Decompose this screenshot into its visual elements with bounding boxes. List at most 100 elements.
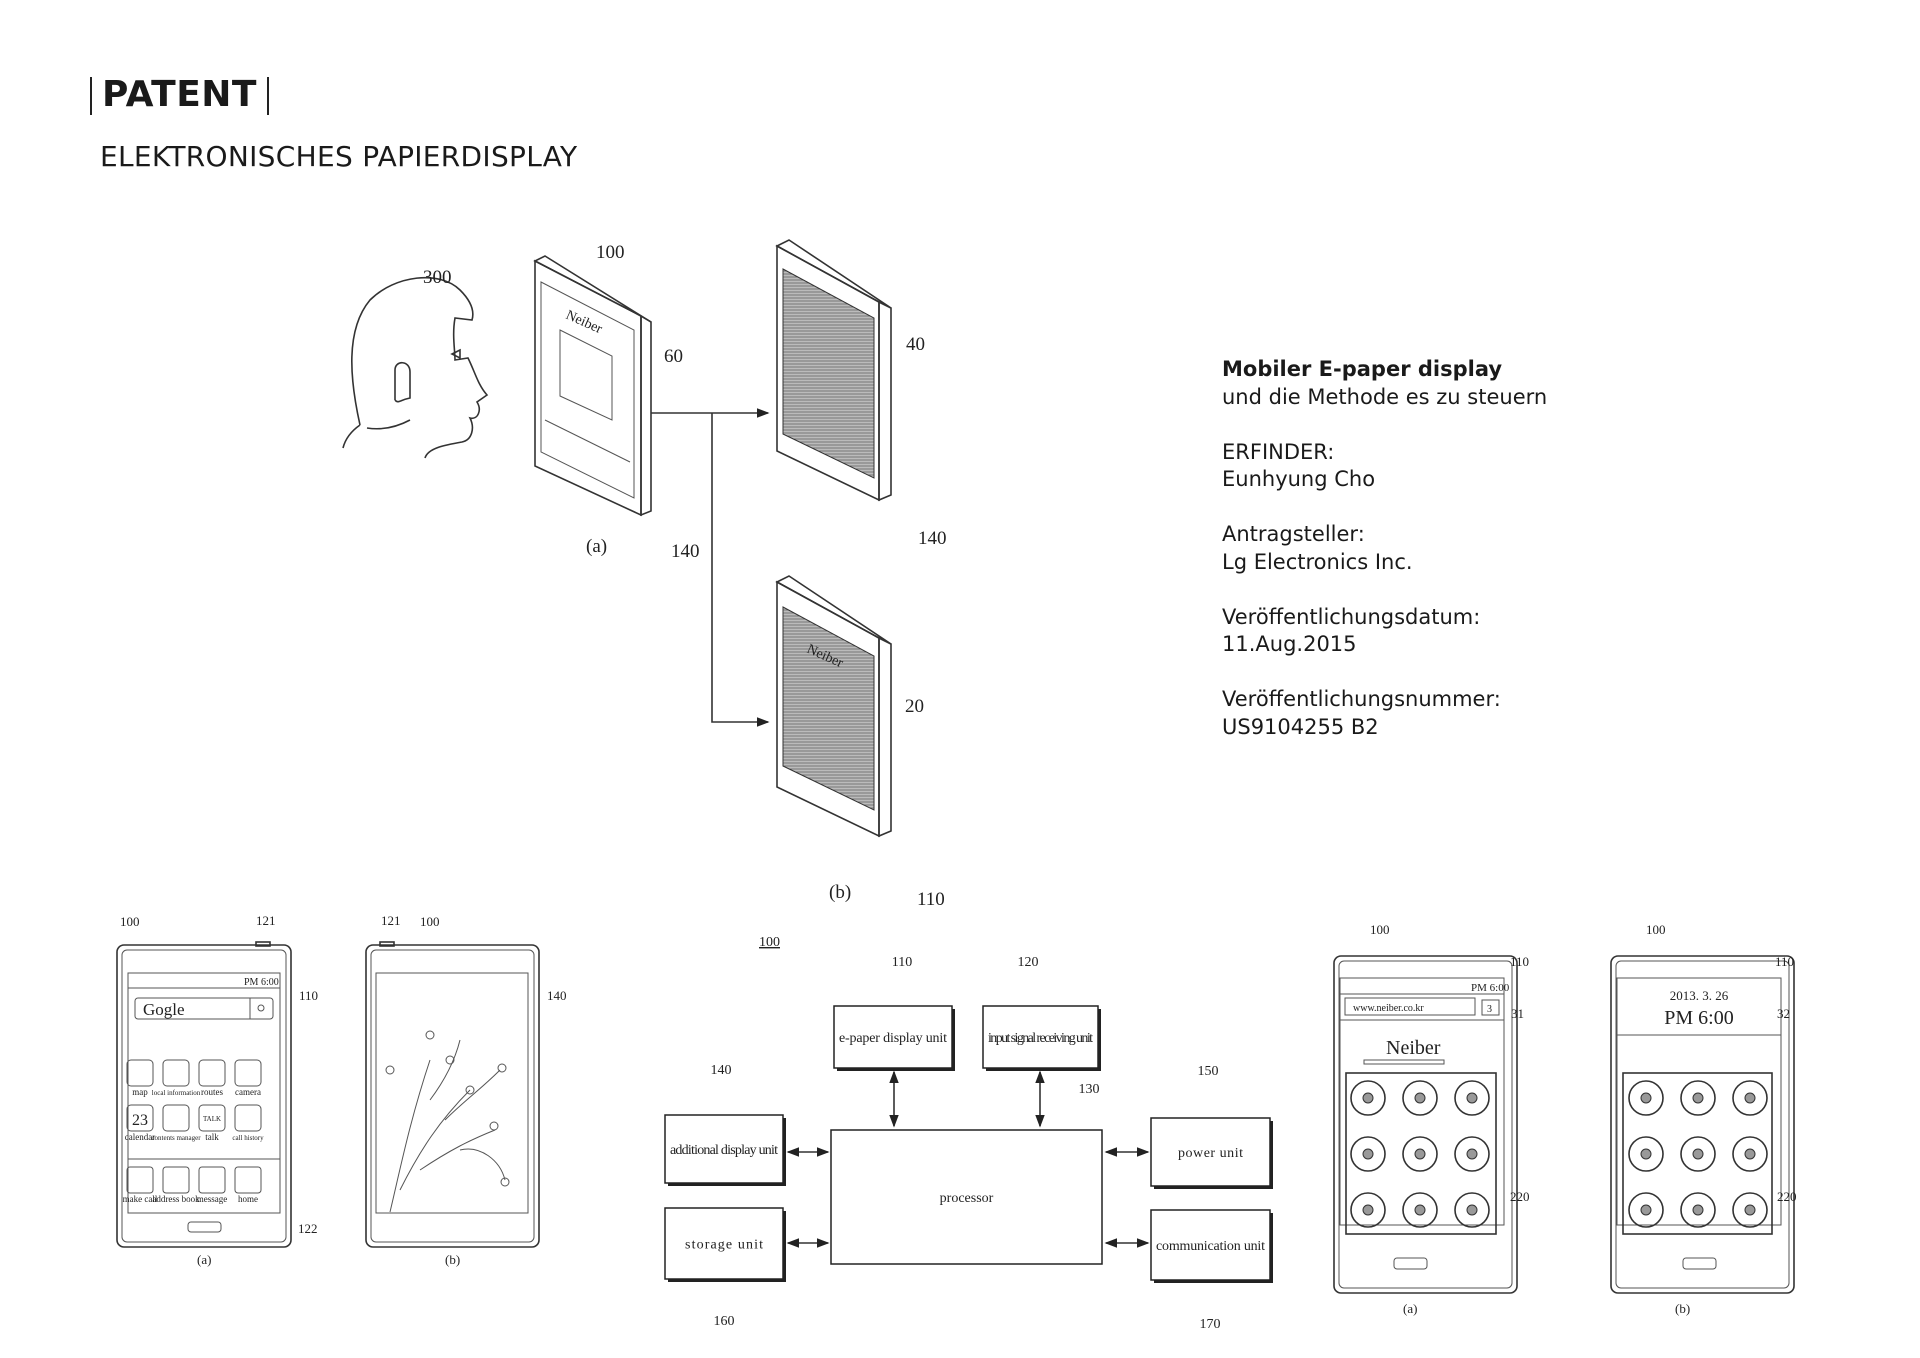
- caption-left-b: (b): [445, 1252, 460, 1267]
- block-120: [982, 1005, 1099, 1069]
- ref-button-left-a: 121: [256, 913, 276, 928]
- pattern-dot: [1466, 1092, 1478, 1104]
- url-field: www.neiber.co.kr: [1353, 1003, 1424, 1014]
- number-label: Veröffentlichungsnummer:: [1222, 687, 1501, 711]
- ref-display-110: 110: [917, 889, 945, 910]
- divider: [90, 77, 92, 115]
- status-time: PM 6:00: [244, 977, 279, 988]
- block-ref: 130: [1079, 1082, 1100, 1097]
- ref-screen-20: 20: [905, 696, 924, 717]
- ref-display-right-a: 110: [1510, 954, 1529, 969]
- ref-device-left-a: 100: [120, 914, 140, 929]
- caption-a: (a): [586, 536, 607, 557]
- dock-label: message: [197, 1194, 228, 1204]
- ref-screen-40: 40: [906, 334, 925, 355]
- app-icon: [126, 1104, 154, 1132]
- pattern-dot: [1414, 1092, 1426, 1104]
- inventor: Eunhyung Cho: [1222, 467, 1376, 491]
- tab-count: 3: [1487, 1004, 1492, 1015]
- caption-left-a: (a): [197, 1252, 211, 1267]
- patent-info: Mobiler E-paper display und die Methode …: [1222, 356, 1547, 741]
- pattern-dot: [1640, 1148, 1652, 1160]
- pattern-lock-b: [1628, 1080, 1768, 1228]
- app-icon: [234, 1059, 262, 1087]
- ref-homekey-left-a: 122: [298, 1221, 318, 1236]
- ref-display-left-a: 110: [299, 988, 318, 1003]
- block-110: [833, 1005, 953, 1069]
- arrow-to-20: [711, 413, 770, 727]
- block-ref: 120: [1018, 955, 1039, 970]
- ref-additional-a: 140: [671, 541, 700, 562]
- dock-icon: [234, 1166, 262, 1194]
- pattern-dot: [1466, 1204, 1478, 1216]
- pattern-dot: [1362, 1204, 1374, 1216]
- pattern-dot-ring: [1680, 1080, 1716, 1116]
- pattern-dot: [1414, 1148, 1426, 1160]
- app-label: talk: [205, 1132, 219, 1142]
- ref-button-left-b: 121: [381, 913, 401, 928]
- device-20-drawing: Neiber: [775, 575, 892, 838]
- pattern-dot: [1362, 1092, 1374, 1104]
- phone-right-b: 2013. 3. 26 PM 6:00: [1610, 955, 1795, 1294]
- ref-display-right-b: 110: [1775, 954, 1794, 969]
- block-label: input signal receiving unit: [988, 1031, 1093, 1046]
- block-160: [664, 1207, 784, 1280]
- app-label: local information: [152, 1089, 201, 1097]
- pattern-dot-ring: [1680, 1136, 1716, 1172]
- phone-left-a: PM 6:00 Gogle: [116, 941, 292, 1248]
- ref-device-right-a: 100: [1370, 922, 1390, 937]
- pattern-dot-ring: [1402, 1136, 1438, 1172]
- pattern-dot: [1362, 1148, 1374, 1160]
- pattern-dot-ring: [1732, 1192, 1768, 1228]
- ref-device-right-b: 100: [1646, 922, 1666, 937]
- ref-system: 100: [759, 935, 780, 950]
- block-ref: 150: [1198, 1064, 1219, 1079]
- block-label: communication unit: [1156, 1239, 1265, 1254]
- device-40-drawing: [775, 239, 892, 502]
- pattern-dot-ring: [1628, 1192, 1664, 1228]
- pattern-dot: [1744, 1092, 1756, 1104]
- caption-b: (b): [829, 882, 851, 903]
- block-170: [1150, 1209, 1271, 1281]
- dock-label: home: [238, 1194, 258, 1204]
- pattern-dot-ring: [1628, 1080, 1664, 1116]
- publication-date: 11.Aug.2015: [1222, 632, 1357, 656]
- app-icon: [162, 1059, 190, 1087]
- pattern-dot: [1466, 1148, 1478, 1160]
- ref-user: 300: [423, 267, 452, 288]
- applicant: Lg Electronics Inc.: [1222, 549, 1413, 574]
- inventor-label: ERFINDER:: [1222, 439, 1335, 464]
- block-140: [664, 1114, 784, 1184]
- pattern-dot: [1692, 1092, 1704, 1104]
- block-label: power unit: [1178, 1146, 1243, 1161]
- site-logo-a: Neiber: [563, 308, 604, 337]
- dock-icon: [198, 1166, 226, 1194]
- pattern-dot-ring: [1350, 1192, 1386, 1228]
- dock-label: address book: [152, 1194, 200, 1204]
- app-icon: [126, 1059, 154, 1087]
- pattern-dot-ring: [1402, 1080, 1438, 1116]
- lock-date: 2013. 3. 26: [1670, 988, 1729, 1003]
- app-label: calendar: [125, 1132, 155, 1142]
- block-connectors: [786, 1070, 1150, 1248]
- ref-display-left-b: 140: [547, 988, 567, 1003]
- status-time-right: PM 6:00: [1471, 982, 1510, 994]
- pattern-dot-ring: [1628, 1136, 1664, 1172]
- dock-icon: [162, 1166, 190, 1194]
- block-label: storage unit: [685, 1238, 763, 1253]
- ref-additional-40: 140: [918, 528, 947, 549]
- page-subtitle: ELEKTRONISCHES PAPIERDISPLAY: [100, 140, 578, 173]
- block-label: e-paper display unit: [839, 1031, 947, 1046]
- pattern-dot-ring: [1732, 1080, 1768, 1116]
- patent-title-rest: und die Methode es zu steuern: [1222, 384, 1548, 409]
- app-icon: [162, 1104, 190, 1132]
- app-label: camera: [235, 1087, 261, 1097]
- ref-screen-32: 32: [1777, 1006, 1790, 1021]
- app-icon: [234, 1104, 262, 1132]
- pattern-dot: [1744, 1148, 1756, 1160]
- applicant-label: Antragsteller:: [1222, 522, 1365, 546]
- ref-device-left-b: 100: [420, 914, 440, 929]
